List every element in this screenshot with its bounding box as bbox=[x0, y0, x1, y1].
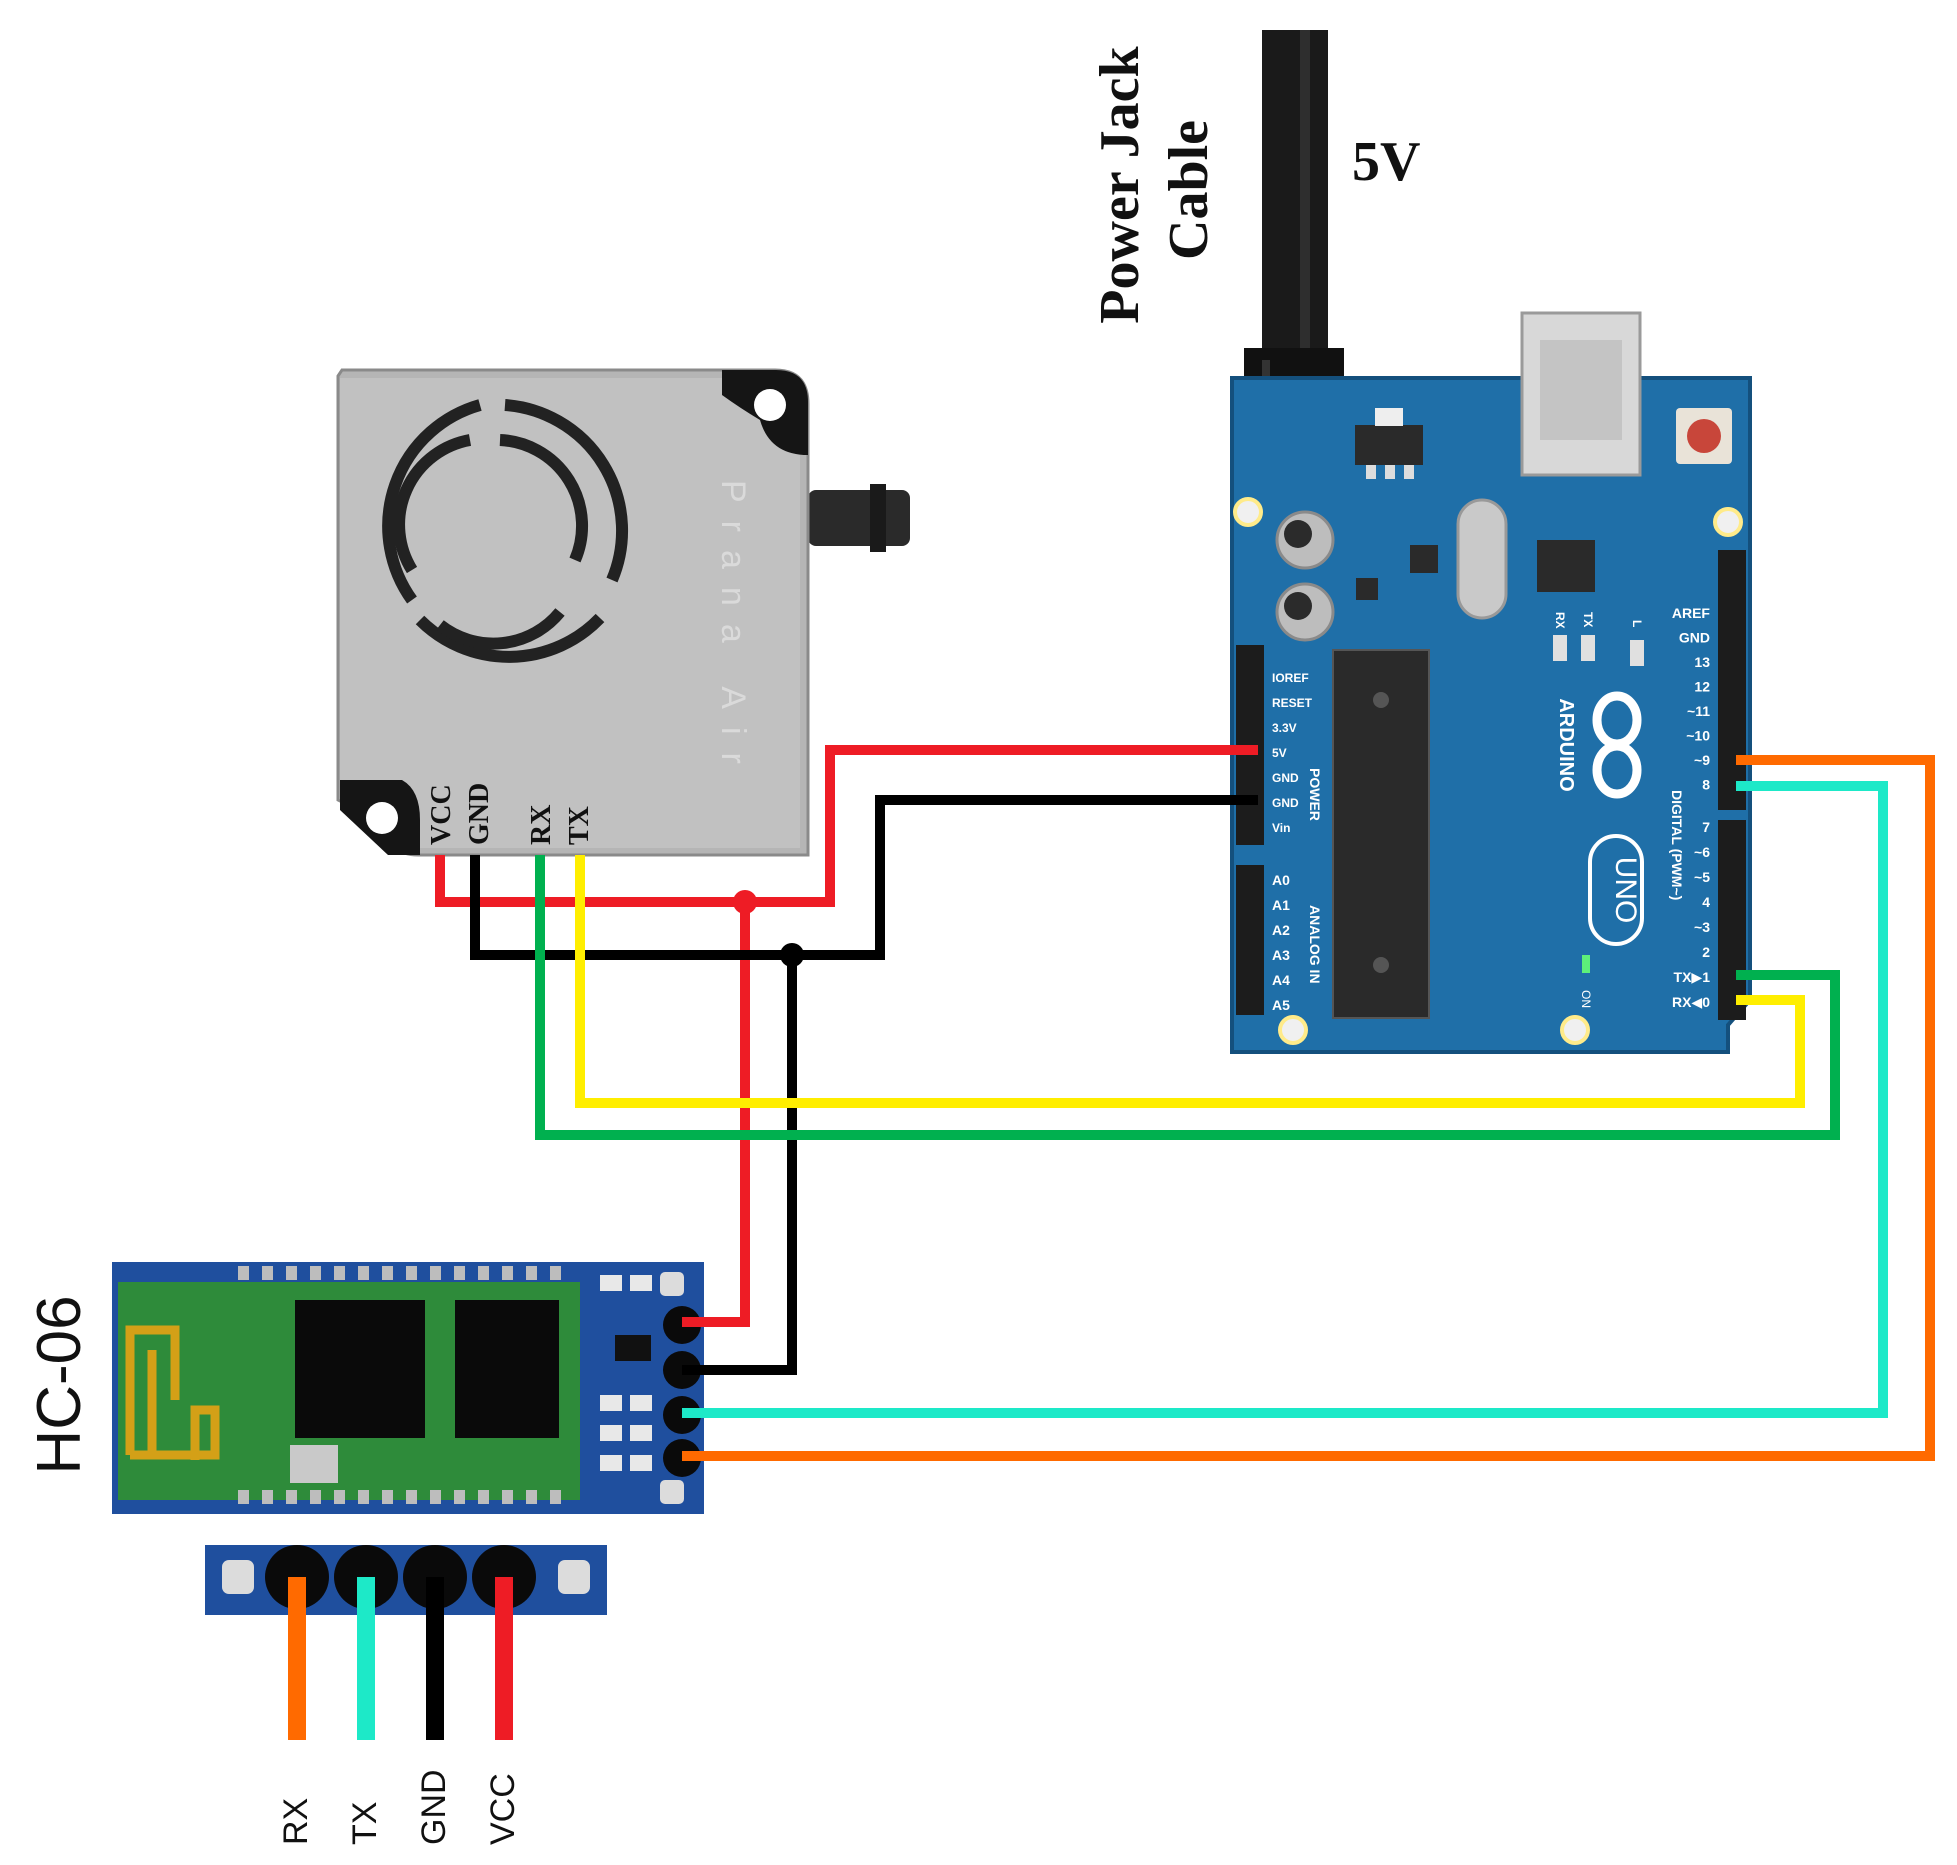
voltage-label: 5V bbox=[1352, 131, 1420, 193]
wire-hc06-rx-to-pin9 bbox=[682, 755, 1935, 1461]
digital-pin-label: ~10 bbox=[1686, 728, 1710, 744]
atmega-chip bbox=[1332, 649, 1430, 1019]
flash-chip bbox=[455, 1300, 559, 1438]
power-pin-label: GND bbox=[1272, 796, 1299, 810]
arduino-logo bbox=[1592, 691, 1642, 799]
sensor-pin-label: VCC bbox=[426, 784, 457, 845]
hc06-pin-label: GND bbox=[415, 1769, 453, 1845]
hc06-pin-label: VCC bbox=[484, 1773, 522, 1845]
reset-button bbox=[1676, 408, 1732, 464]
digital-header-top bbox=[1718, 550, 1746, 810]
led-label-rx: RX bbox=[1553, 612, 1567, 629]
sensor-fan-grille bbox=[382, 399, 628, 663]
analog-header-title: ANALOG IN bbox=[1307, 905, 1323, 984]
digital-pin-label: 8 bbox=[1702, 777, 1710, 793]
analog-pin-label: A1 bbox=[1272, 897, 1290, 913]
hc06-module bbox=[112, 1262, 704, 1514]
led-label-l: L bbox=[1630, 620, 1644, 627]
power-header-title: POWER bbox=[1307, 768, 1323, 821]
hc06-pin-labels: RX TX GND VCC bbox=[277, 1769, 522, 1845]
mount-hole bbox=[1713, 507, 1743, 537]
hc06-pin-label: TX bbox=[346, 1802, 384, 1845]
digital-pin-label: ~3 bbox=[1694, 919, 1710, 935]
digital-pin-label: 13 bbox=[1694, 654, 1710, 670]
analog-pin-label: A2 bbox=[1272, 922, 1290, 938]
arduino-brand-label: ARDUINO bbox=[1555, 698, 1577, 791]
power-pin-label: RESET bbox=[1272, 696, 1313, 710]
prana-air-sensor bbox=[336, 368, 910, 857]
sensor-pin-label: GND bbox=[464, 783, 495, 845]
wire-hc06-vcc-to-5v bbox=[682, 902, 750, 1327]
digital-pin-label: ~5 bbox=[1694, 869, 1710, 885]
hc06-lead-rx bbox=[288, 1577, 306, 1740]
digital-pin-label: 2 bbox=[1702, 944, 1710, 960]
hc06-pin-label: RX bbox=[277, 1798, 315, 1845]
digital-pin-label: AREF bbox=[1672, 605, 1711, 621]
arduino-uno-board bbox=[1230, 311, 1752, 1054]
arduino-model-label: UNO bbox=[1609, 857, 1642, 924]
wire-sensor-tx-to-rx0 bbox=[575, 855, 1805, 1108]
wire-sensor-vcc-to-5v bbox=[435, 745, 1258, 907]
digital-pin-label: 7 bbox=[1702, 819, 1710, 835]
antenna-trace bbox=[125, 1325, 220, 1460]
mount-hole bbox=[1560, 1015, 1590, 1045]
digital-pin-label: GND bbox=[1679, 630, 1710, 646]
digital-pin-label: ~9 bbox=[1694, 752, 1710, 768]
digital-pin-label: TX▶1 bbox=[1674, 969, 1711, 985]
digital-pin-label: 4 bbox=[1702, 894, 1710, 910]
power-jack-label-line1: Power Jack bbox=[1089, 45, 1151, 323]
sensor-pin-label: TX bbox=[564, 806, 595, 845]
wire-hc06-tx-to-pin8 bbox=[682, 781, 1888, 1418]
wire-sensor-gnd-to-gnd bbox=[470, 795, 1258, 960]
power-pin-label: IOREF bbox=[1272, 671, 1309, 685]
sensor-brand-label: Prana Air bbox=[714, 480, 752, 782]
digital-header-bottom bbox=[1718, 820, 1746, 1020]
junction-5v bbox=[733, 890, 757, 914]
hc06-lead-gnd bbox=[426, 1577, 444, 1740]
power-pin-label: 5V bbox=[1272, 746, 1287, 760]
digital-pin-label: 12 bbox=[1694, 679, 1710, 695]
analog-pin-label: A0 bbox=[1272, 872, 1290, 888]
wire-sensor-rx-to-tx1 bbox=[535, 855, 1840, 1140]
analog-pin-label: A4 bbox=[1272, 972, 1290, 988]
power-pin-label: 3.3V bbox=[1272, 721, 1297, 735]
analog-pin-label: A3 bbox=[1272, 947, 1290, 963]
digital-header-title: DIGITAL (PWM~) bbox=[1669, 790, 1685, 900]
uno-badge bbox=[1588, 834, 1644, 946]
crystal-oscillator bbox=[1456, 498, 1508, 620]
hc06-module-label: HC-06 bbox=[25, 1295, 94, 1474]
analog-pin-label: A5 bbox=[1272, 997, 1290, 1013]
mount-hole bbox=[1278, 1015, 1308, 1045]
arduino-on-label: ON bbox=[1579, 990, 1593, 1008]
mount-hole bbox=[1233, 497, 1263, 527]
power-pin-label: Vin bbox=[1272, 821, 1290, 835]
bluetooth-chip bbox=[295, 1300, 425, 1438]
hc06-lead-tx bbox=[357, 1577, 375, 1740]
wire-hc06-gnd-to-gnd bbox=[682, 955, 797, 1375]
hc06-pin-header bbox=[205, 1545, 607, 1615]
led-label-tx: TX bbox=[1581, 612, 1595, 627]
digital-pin-label: RX◀0 bbox=[1672, 994, 1710, 1010]
hc06-lead-vcc bbox=[495, 1577, 513, 1740]
sensor-pin-label: RX bbox=[526, 805, 557, 845]
junction-gnd bbox=[780, 943, 804, 967]
power-jack-label-line2: Cable bbox=[1158, 120, 1220, 260]
digital-pin-label: ~6 bbox=[1694, 844, 1710, 860]
power-pin-label: GND bbox=[1272, 771, 1299, 785]
analog-header bbox=[1236, 865, 1264, 1015]
digital-pin-label: ~11 bbox=[1687, 703, 1710, 719]
